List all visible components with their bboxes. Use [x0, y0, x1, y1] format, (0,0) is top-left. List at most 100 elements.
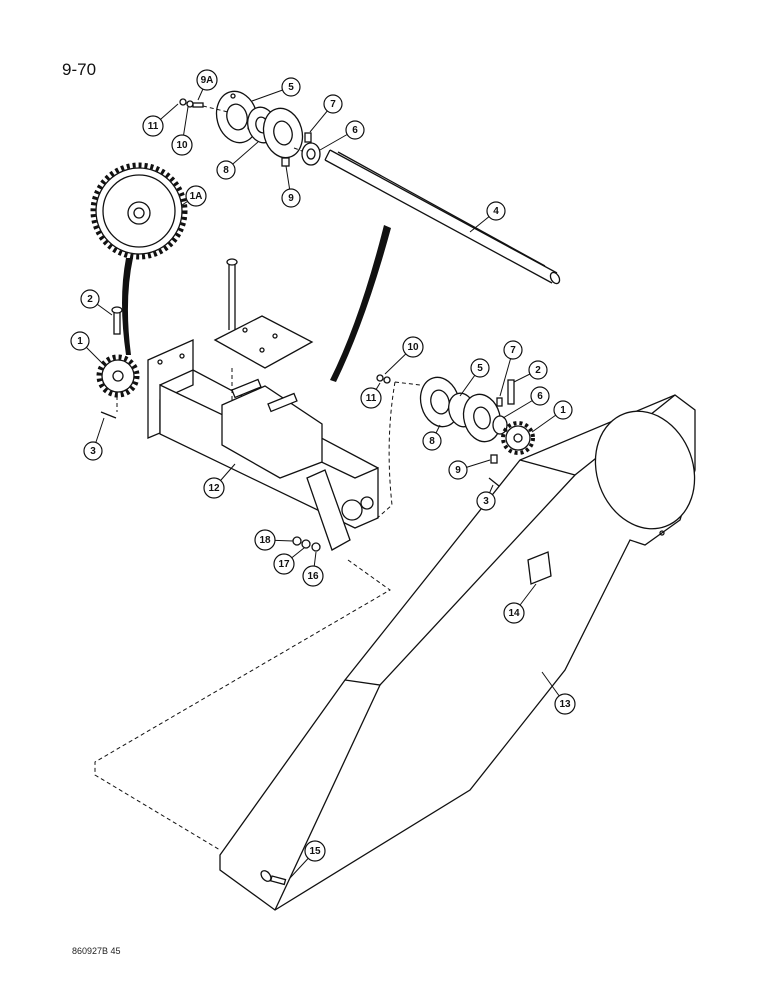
- callout-label: 3: [90, 446, 96, 457]
- callout-label: 2: [535, 365, 541, 376]
- callout-label: 10: [176, 140, 188, 151]
- callout-label: 1: [560, 405, 566, 416]
- callout-label: 9A: [201, 75, 214, 86]
- callout-18: 18: [254, 529, 294, 551]
- callout-5: 5: [251, 77, 301, 102]
- callout-6: 6: [502, 386, 550, 419]
- callout-8: 8: [422, 424, 442, 451]
- callout-11: 11: [142, 103, 179, 137]
- callout-label: 6: [352, 125, 358, 136]
- callout-label: 14: [508, 608, 520, 619]
- callout-circle: [80, 289, 100, 309]
- callout-label: 6: [537, 391, 543, 402]
- callout-circle: [402, 336, 424, 358]
- callout-label: 13: [559, 699, 571, 710]
- callout-circle: [83, 441, 103, 461]
- callout-circle: [553, 400, 573, 420]
- callout-label: 15: [309, 846, 321, 857]
- callout-label: 16: [307, 571, 319, 582]
- callout-2: 2: [80, 289, 113, 316]
- callout-2: 2: [513, 360, 548, 383]
- callout-label: 12: [208, 483, 220, 494]
- callout-15: 15: [289, 840, 326, 879]
- callout-10: 10: [384, 336, 424, 375]
- left-small-sprocket: [96, 306, 140, 419]
- drawing-number: 860927B 45: [72, 946, 121, 956]
- callout-4: 4: [469, 201, 506, 233]
- callout-17: 17: [273, 547, 305, 575]
- callout-circle: [302, 565, 324, 587]
- callout-circle: [486, 201, 506, 221]
- callout-circle: [304, 840, 326, 862]
- large-sprocket: [90, 162, 188, 260]
- callout-label: 7: [510, 345, 516, 356]
- callout-circle: [503, 602, 525, 624]
- callout-circle: [422, 431, 442, 451]
- callout-circle: [254, 529, 276, 551]
- callout-14: 14: [503, 583, 537, 624]
- callout-label: 11: [148, 121, 159, 132]
- callout-circle: [360, 387, 382, 409]
- callout-label: 17: [278, 559, 290, 570]
- callout-circle: [185, 185, 207, 207]
- callout-9a: 9A: [196, 69, 218, 101]
- callout-1: 1: [531, 400, 573, 433]
- callout-circle: [554, 693, 576, 715]
- callout-circle: [203, 477, 225, 499]
- callout-circle: [281, 188, 301, 208]
- callout-circle: [470, 358, 490, 378]
- callout-circle: [70, 331, 90, 351]
- support-frame: [147, 338, 379, 551]
- callout-label: 8: [429, 436, 435, 447]
- callout-label: 1A: [190, 191, 203, 202]
- callout-label: 2: [87, 294, 93, 305]
- callout-circle: [323, 94, 343, 114]
- assembly-guide-line: [94, 559, 391, 851]
- callout-circle: [503, 340, 523, 360]
- callout-circle: [528, 360, 548, 380]
- callout-label: 8: [223, 165, 229, 176]
- callout-7: 7: [499, 340, 523, 397]
- callout-9: 9: [448, 459, 491, 480]
- callout-8: 8: [216, 141, 259, 180]
- callout-circle: [273, 553, 295, 575]
- callout-circle: [345, 120, 365, 140]
- mounting-bolt-and-plate: [213, 258, 314, 402]
- callout-label: 1: [77, 336, 83, 347]
- callout-layer: 11109A5897641A21312101157261893181716141…: [70, 69, 576, 879]
- drive-chain: [122, 225, 391, 382]
- callout-12: 12: [203, 463, 236, 499]
- drive-shaft: [324, 149, 561, 285]
- callout-circle: [448, 460, 468, 480]
- callout-label: 9: [455, 465, 461, 476]
- callout-label: 4: [493, 206, 499, 217]
- callout-label: 18: [259, 535, 271, 546]
- callout-circle: [281, 77, 301, 97]
- callout-7: 7: [309, 94, 343, 133]
- callout-1: 1: [70, 331, 106, 367]
- callout-10: 10: [171, 106, 193, 156]
- lock-collar: [293, 132, 321, 166]
- callout-label: 9: [288, 193, 294, 204]
- nut-washer-hardware: [292, 536, 321, 552]
- callout-16: 16: [302, 551, 324, 587]
- callout-circle: [196, 69, 218, 91]
- callout-label: 5: [288, 82, 294, 93]
- callout-label: 10: [407, 342, 419, 353]
- callout-label: 11: [366, 393, 377, 404]
- callout-circle: [476, 491, 496, 511]
- callout-9: 9: [281, 165, 301, 208]
- chain-guard: [219, 394, 696, 911]
- callout-3: 3: [476, 484, 496, 511]
- callout-3: 3: [83, 417, 105, 461]
- right-bearing-assembly: [374, 374, 535, 521]
- callout-circle: [142, 115, 164, 137]
- callout-11: 11: [360, 382, 382, 409]
- callout-circle: [171, 134, 193, 156]
- callout-circle: [530, 386, 550, 406]
- callout-label: 5: [477, 363, 483, 374]
- callout-label: 7: [330, 99, 336, 110]
- callout-5: 5: [459, 358, 490, 397]
- callout-label: 3: [483, 496, 489, 507]
- callout-1a: 1A: [181, 185, 207, 207]
